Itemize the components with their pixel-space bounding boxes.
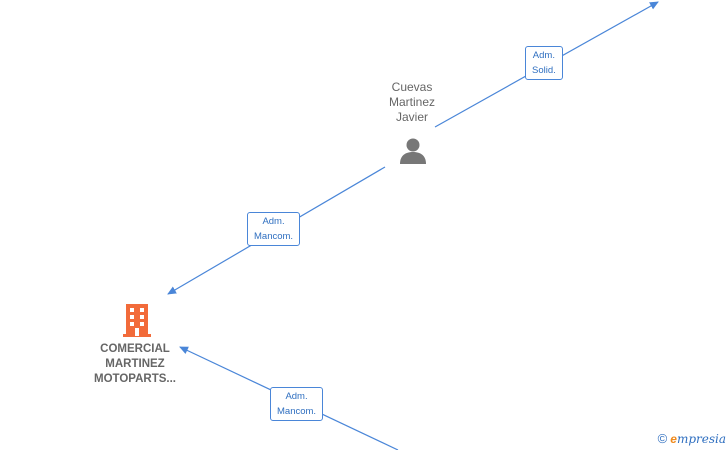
company-name-line: MOTOPARTS...	[94, 373, 176, 385]
person-node-name[interactable]: Cuevas Martinez Javier	[372, 80, 452, 125]
edge-label-line: Mancom.	[277, 406, 317, 417]
person-name-line: Martinez	[388, 95, 435, 109]
brand-logo: empresia	[670, 432, 726, 446]
edge-label-line: Adm.	[285, 391, 308, 402]
empresia-watermark: © empresia	[658, 431, 726, 446]
brand-name: mpresia	[676, 431, 726, 446]
company-name-line: COMERCIAL	[100, 343, 170, 355]
edge-label-adm-solid[interactable]: Adm. Solid.	[525, 46, 563, 80]
person-name-line: Cuevas	[391, 80, 433, 94]
edge-label-adm-mancom-lower[interactable]: Adm. Mancom.	[270, 387, 324, 421]
edge-label-line: Adm.	[532, 50, 555, 61]
edge-label-line: Mancom.	[254, 231, 294, 242]
edge-label-line: Adm.	[262, 216, 285, 227]
building-icon[interactable]	[121, 302, 153, 338]
person-icon[interactable]	[398, 136, 428, 166]
person-name-line: Javier	[395, 110, 428, 124]
brand-initial: e	[670, 431, 677, 446]
company-name-line: MARTINEZ	[105, 358, 165, 370]
edge-label-line: Solid.	[532, 65, 556, 76]
copyright-icon: ©	[657, 431, 668, 446]
company-node-name[interactable]: COMERCIAL MARTINEZ MOTOPARTS...	[72, 342, 198, 387]
edge-label-adm-mancom-upper[interactable]: Adm. Mancom.	[247, 212, 301, 246]
